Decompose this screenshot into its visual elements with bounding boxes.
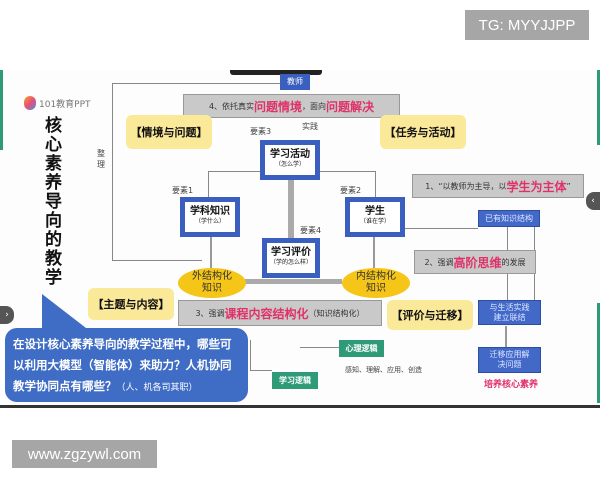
tag-eval: 【评价与迁移】 xyxy=(387,300,473,330)
expand-button[interactable]: › xyxy=(0,306,14,324)
node-activity: 学习活动（怎么学） xyxy=(260,140,320,180)
connector xyxy=(320,171,375,172)
cultivate-label: 培养核心素养 xyxy=(484,380,539,390)
existing-knowledge: 已有知识结构 xyxy=(478,210,540,227)
collapse-button[interactable]: ‹ xyxy=(586,192,600,210)
connector xyxy=(505,326,507,347)
connector xyxy=(112,83,113,260)
logo-icon xyxy=(24,96,36,110)
principle-2: 2、强调高阶思维的发展 xyxy=(414,250,536,274)
node-knowledge: 学科知识（学什么） xyxy=(180,197,240,237)
principle-3: 3、强调课程内容结构化（知识结构化） xyxy=(178,300,382,326)
bubble-pointer xyxy=(42,294,86,328)
connector xyxy=(208,171,260,172)
outer-knowledge: 外结构化知识 xyxy=(178,268,246,298)
connector xyxy=(250,340,251,370)
connector xyxy=(208,171,209,197)
connector xyxy=(405,228,478,229)
principle-1: 1、“以教师为主导，以学生为主体” xyxy=(412,174,584,198)
psych-logic: 心理逻辑 xyxy=(339,340,384,357)
watermark-bottom: www.zgzywl.com xyxy=(12,440,157,468)
learning-logic: 学习逻辑 xyxy=(272,372,318,389)
edge-accent xyxy=(597,303,600,403)
connect-life: 与生活实践建立联结 xyxy=(478,300,541,325)
tag-topic: 【主题与内容】 xyxy=(88,288,174,320)
connector xyxy=(112,83,280,84)
edge-accent xyxy=(0,70,3,150)
element-3-label: 要素3 xyxy=(250,127,272,136)
node-evaluation: 学习评价（学的怎么样） xyxy=(262,238,320,278)
logo: 101教育PPT xyxy=(24,96,91,110)
edge-accent xyxy=(597,70,600,145)
node-student: 学生（谁在学） xyxy=(345,197,405,237)
teacher-box: 教师 xyxy=(280,74,310,90)
element-4-label: 要素4 xyxy=(300,226,322,235)
connector xyxy=(210,237,212,268)
slide: ‹ › 101教育PPT 核心素养导向的教学 教师 4、依托真实问题情境，面向问… xyxy=(0,70,600,408)
transfer-apply: 迁移应用解决问题 xyxy=(478,347,541,373)
watermark-top: TG: MYYJJPP xyxy=(465,10,589,40)
element-1-label: 要素1 xyxy=(172,186,194,195)
connector xyxy=(375,171,376,197)
tag-situation: 【情境与问题】 xyxy=(126,115,212,149)
connector xyxy=(373,237,375,268)
inner-knowledge: 内结构化知识 xyxy=(342,268,410,298)
connector xyxy=(300,347,339,348)
practice-label: 实践 xyxy=(302,122,318,131)
page-title: 核心素养导向的教学 xyxy=(45,116,62,288)
question-bubble: 在设计核心素养导向的教学过程中，哪些可以利用大模型（智能体）来助力？人机协同教学… xyxy=(5,328,248,402)
tag-task: 【任务与活动】 xyxy=(380,115,466,149)
video-toolbar xyxy=(230,70,322,75)
organize-label: 整理 xyxy=(97,149,105,169)
connector xyxy=(250,370,272,371)
principle-4: 4、依托真实问题情境，面向问题解决 xyxy=(183,94,400,118)
element-2-label: 要素2 xyxy=(340,186,362,195)
arrow-outer-to-inner xyxy=(245,279,342,284)
psych-steps: 感知、理解、应用、创造 xyxy=(345,366,422,374)
arrow-activity-to-evaluation xyxy=(288,180,294,238)
connector xyxy=(112,260,202,261)
